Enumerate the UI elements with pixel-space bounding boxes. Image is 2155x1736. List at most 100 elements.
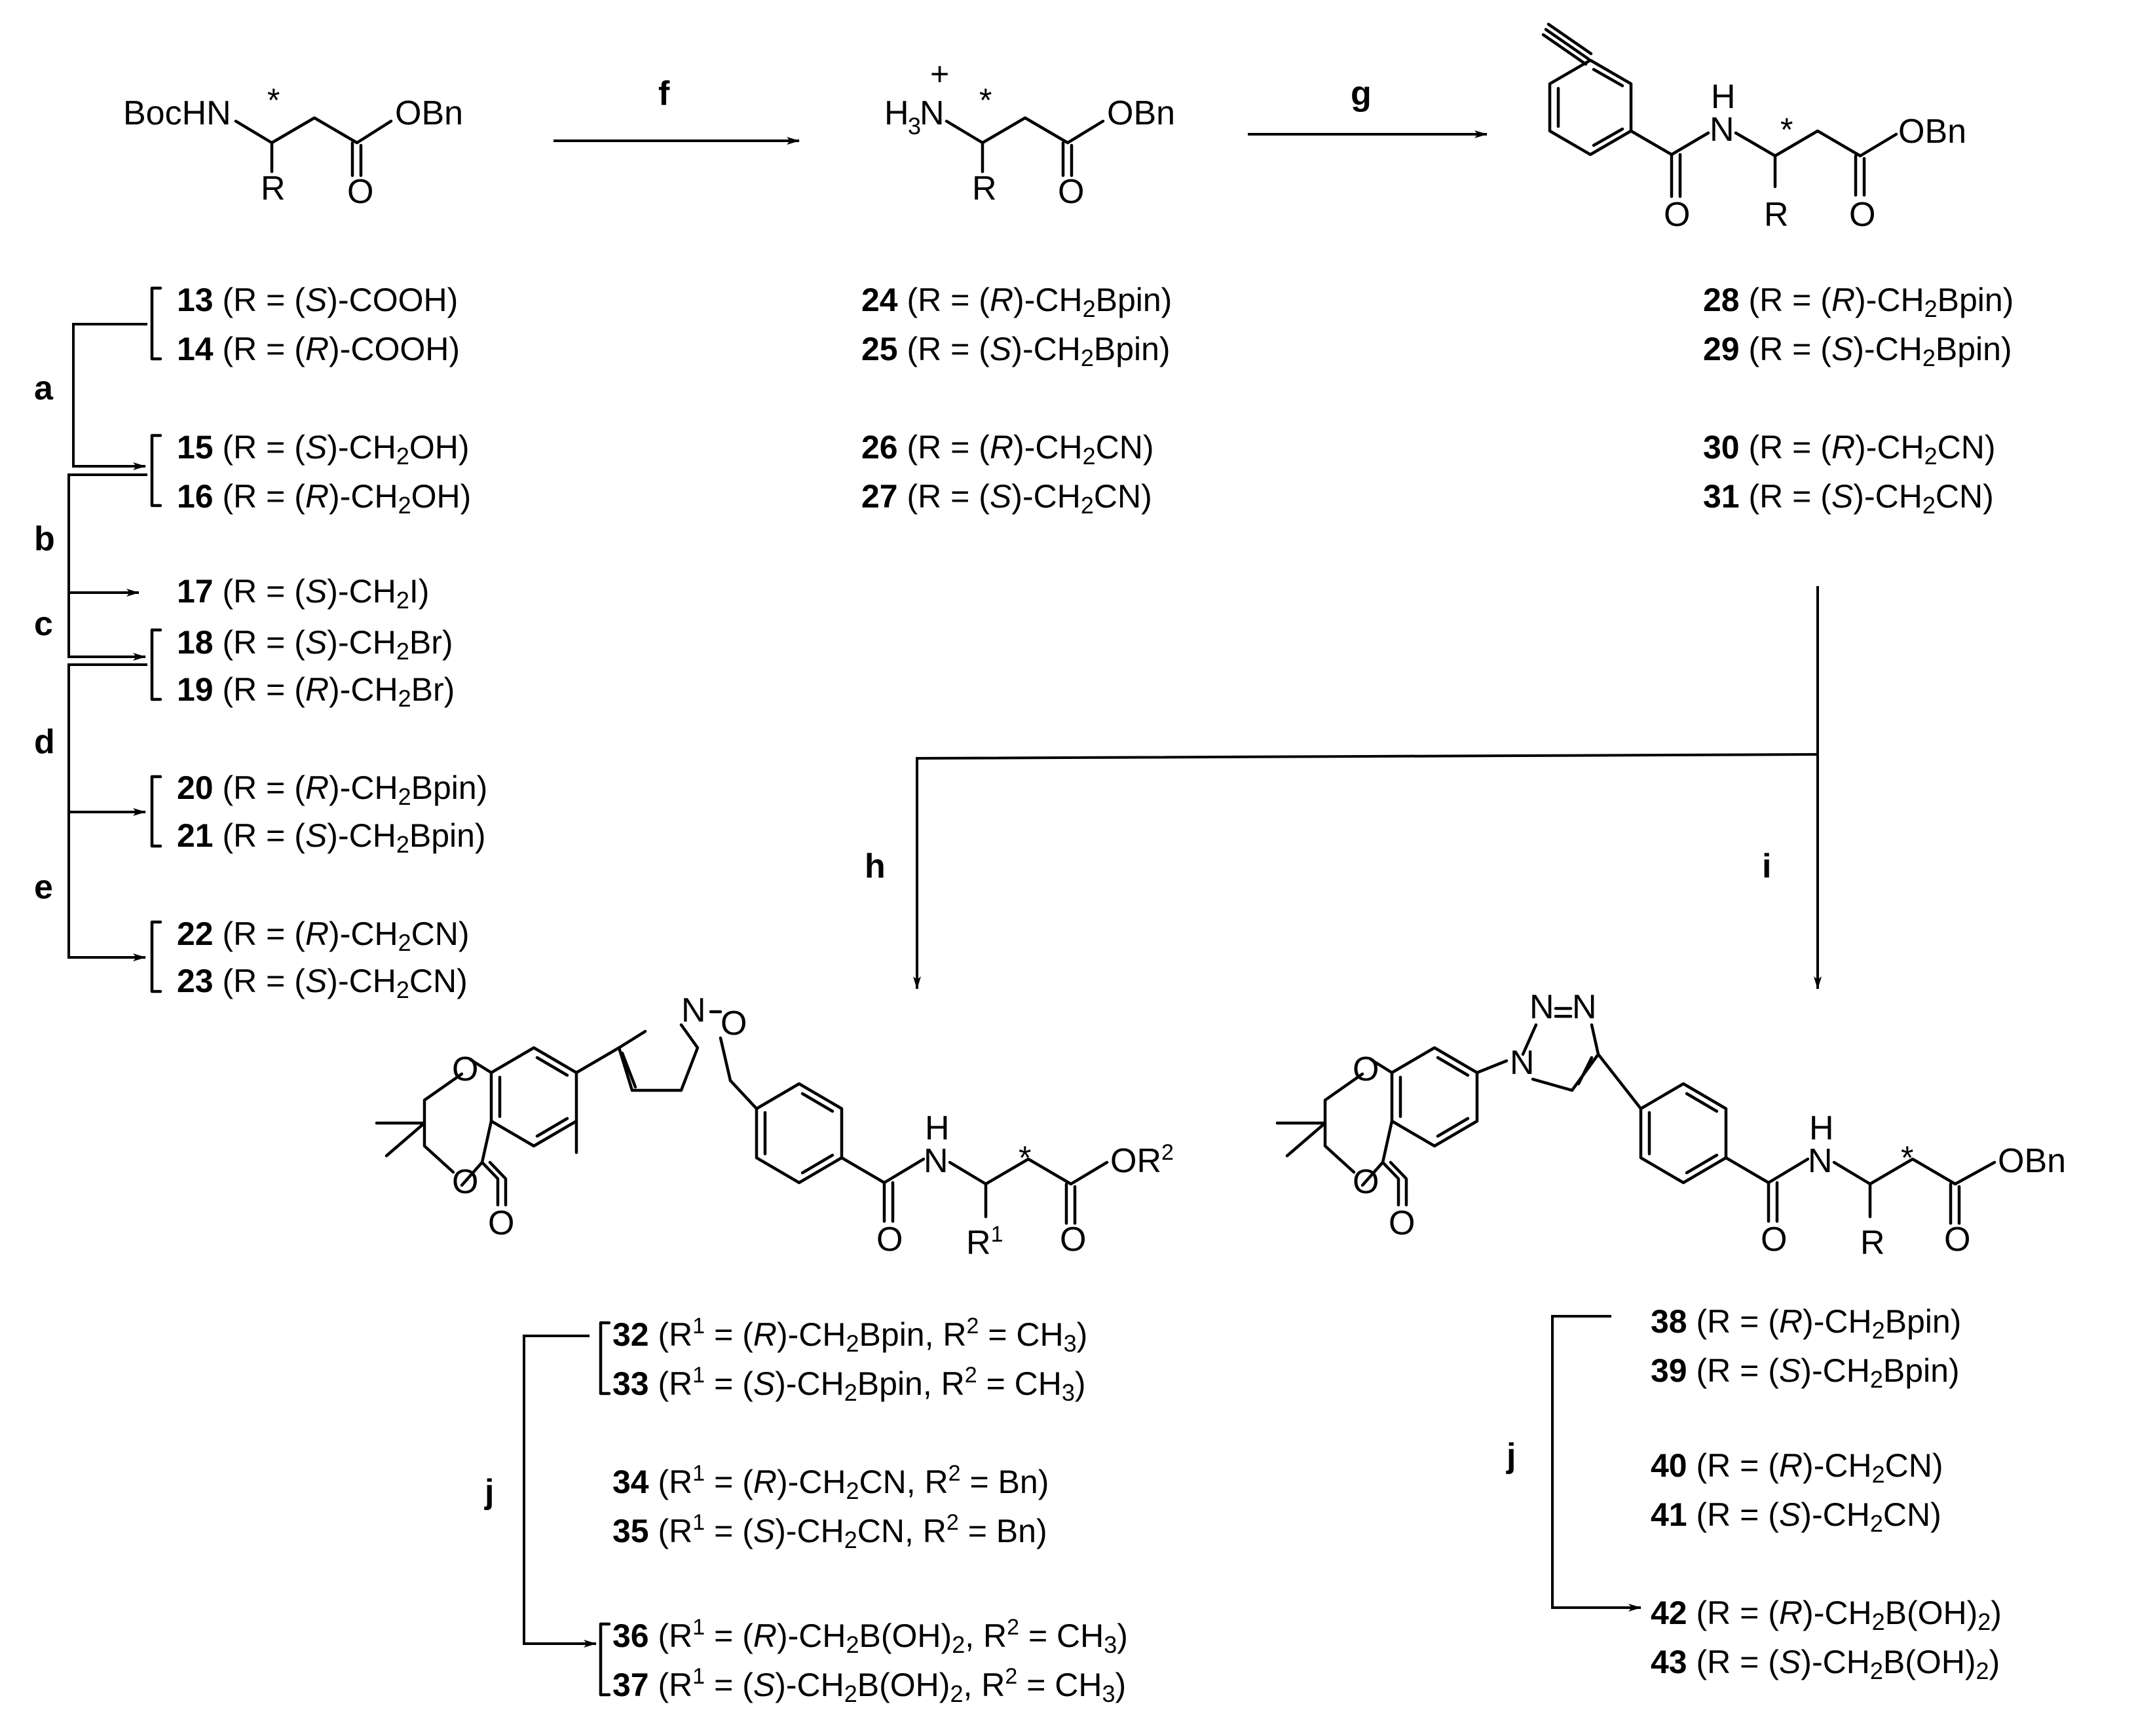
stereo-star: * xyxy=(1901,1139,1913,1176)
structure-isoxazole: O O O N O O N H * R1 O OR2 xyxy=(375,991,1174,1262)
compound-35: 35 (R1 = (S)-CH2CN, R2 = Bn) xyxy=(612,1510,1047,1553)
atom-obn: OBn xyxy=(1107,94,1175,132)
benzodioxinone-benzene xyxy=(1390,1046,1479,1148)
atom-o-ring1: O xyxy=(1353,1050,1379,1088)
atom-h-amide: H xyxy=(925,1109,950,1147)
atom-o-carbonyl: O xyxy=(1058,173,1084,211)
atom-obn: OBn xyxy=(1998,1142,2066,1180)
compound-42: 42 (R = (R)-CH2B(OH)2) xyxy=(1651,1595,2002,1635)
compound-27: 27 (R = (S)-CH2CN) xyxy=(861,478,1152,519)
compound-39: 39 (R = (S)-CH2Bpin) xyxy=(1651,1352,1960,1393)
bond-carbonyl xyxy=(1854,154,1866,197)
compound-18: 18 (R = (S)-CH2Br) xyxy=(177,624,453,665)
compound-40: 40 (R = (R)-CH2CN) xyxy=(1651,1447,1943,1488)
atom-o-amide: O xyxy=(1664,196,1690,234)
compound-20: 20 (R = (R)-CH2Bpin) xyxy=(177,769,487,810)
arrow-j-left: j xyxy=(484,1335,597,1648)
benzene-inner-bonds xyxy=(1556,67,1624,147)
atom-n1-triazole: N xyxy=(1510,1044,1535,1082)
compound-26: 26 (R = (R)-CH2CN) xyxy=(861,429,1153,470)
arrow-f: f xyxy=(553,75,800,145)
step-label-g: g xyxy=(1351,75,1372,113)
structure-ethynyl-benzamide: O N H * R O OBn xyxy=(1541,22,1966,234)
gem-dimethyl xyxy=(375,1121,426,1158)
benzene-ring-2 xyxy=(1639,1082,1728,1185)
compound-list-left: 13 (R = (S)-COOH) 14 (R = (R)-COOH) 15 (… xyxy=(177,282,487,1003)
atom-o-amide: O xyxy=(876,1221,903,1259)
atom-h3n-n: N xyxy=(920,94,945,132)
pair-brackets-left xyxy=(150,286,162,993)
step-label-a: a xyxy=(34,369,54,407)
amide-bonds xyxy=(1724,1156,1810,1223)
compound-19: 19 (R = (R)-CH2Br) xyxy=(177,671,455,712)
arrow-g: g xyxy=(1248,75,1488,138)
bond-carbonyl xyxy=(1061,141,1074,177)
step-label-j: j xyxy=(1506,1437,1516,1475)
atom-o-amide: O xyxy=(1761,1221,1787,1259)
compound-23: 23 (R = (S)-CH2CN) xyxy=(177,963,468,1003)
stereo-star: * xyxy=(1780,111,1793,148)
stereo-star: * xyxy=(267,82,280,119)
compound-21: 21 (R = (S)-CH2Bpin) xyxy=(177,817,486,858)
bond-skeleton xyxy=(1734,129,1898,158)
benzene-ring-2 xyxy=(755,1082,844,1185)
atom-o-carbonyl: O xyxy=(1944,1221,1970,1259)
step-label-e: e xyxy=(34,868,53,906)
amide-bonds xyxy=(840,1156,926,1223)
structure-boc-ester: BocHN * R O OBn xyxy=(123,82,463,211)
atom-o-ring1: O xyxy=(452,1050,478,1088)
atom-bochn: BocHN xyxy=(123,94,231,132)
atom-n-amide: N xyxy=(1808,1142,1833,1180)
atom-o-carbonyl: O xyxy=(1060,1221,1086,1259)
compound-13: 13 (R = (S)-COOH) xyxy=(177,282,458,318)
isoxazole-ring xyxy=(574,1023,700,1092)
bond-skeleton xyxy=(1832,1157,1996,1186)
compound-34: 34 (R1 = (R)-CH2CN, R2 = Bn) xyxy=(612,1461,1049,1504)
compound-25: 25 (R = (S)-CH2Bpin) xyxy=(861,331,1171,371)
step-label-d: d xyxy=(34,723,55,761)
atom-n-amide: N xyxy=(1710,111,1734,149)
stereo-star: * xyxy=(1019,1139,1031,1176)
structure-triazole: O O O N N N O N H * R O OBn xyxy=(1275,988,2066,1262)
step-label-i: i xyxy=(1762,847,1771,885)
bond-carbonyl xyxy=(350,141,363,177)
compound-29: 29 (R = (S)-CH2Bpin) xyxy=(1703,331,2012,371)
atom-obn: OBn xyxy=(395,94,463,132)
atom-r: R xyxy=(1764,196,1789,234)
compound-16: 16 (R = (R)-CH2OH) xyxy=(177,478,471,519)
compound-36: 36 (R1 = (R)-CH2B(OH)2, R2 = CH3) xyxy=(612,1615,1128,1658)
atom-h3n-sub: 3 xyxy=(908,113,921,139)
compound-list-middle: 24 (R = (R)-CH2Bpin) 25 (R = (S)-CH2Bpin… xyxy=(861,282,1172,519)
atom-h-amide: H xyxy=(1711,78,1736,116)
atom-r: R xyxy=(261,170,286,208)
atom-r: R xyxy=(972,170,997,208)
atom-o-lactone: O xyxy=(488,1204,514,1242)
bond-skeleton xyxy=(234,116,393,145)
atom-h3n-h: H xyxy=(884,94,909,132)
arrows-left-column: a b c d e xyxy=(34,323,147,961)
step-label-f: f xyxy=(658,75,670,113)
stereo-star: * xyxy=(979,82,992,119)
compound-37: 37 (R1 = (S)-CH2B(OH)2, R2 = CH3) xyxy=(612,1664,1126,1707)
step-label-h: h xyxy=(865,847,886,885)
compound-17: 17 (R = (S)-CH2I) xyxy=(177,573,429,614)
compound-14: 14 (R = (R)-COOH) xyxy=(177,331,460,367)
bond-carbonyl xyxy=(1949,1182,1961,1225)
atom-o-carbonyl: O xyxy=(1849,196,1875,234)
structure-ammonium-ester: + H 3 N * R O OBn xyxy=(884,56,1175,211)
atom-n-isoxazole: N xyxy=(681,991,706,1029)
atom-o-ring2: O xyxy=(452,1163,478,1201)
bond-skeleton xyxy=(948,1157,1109,1186)
step-label-b: b xyxy=(34,520,55,558)
compound-31: 31 (R = (S)-CH2CN) xyxy=(1703,478,1994,519)
atom-r: R xyxy=(1860,1224,1885,1262)
triazole-ring xyxy=(1521,1007,1600,1092)
bond-amide-chain xyxy=(1629,129,1710,198)
bond-alkyne xyxy=(1541,22,1593,66)
atom-o-isoxazole: O xyxy=(721,1005,747,1043)
compound-38: 38 (R = (R)-CH2Bpin) xyxy=(1651,1303,1961,1344)
benzodioxinone-benzene xyxy=(489,1046,578,1148)
atom-obn: OBn xyxy=(1898,113,1966,151)
atom-r1: R1 xyxy=(966,1222,1003,1262)
